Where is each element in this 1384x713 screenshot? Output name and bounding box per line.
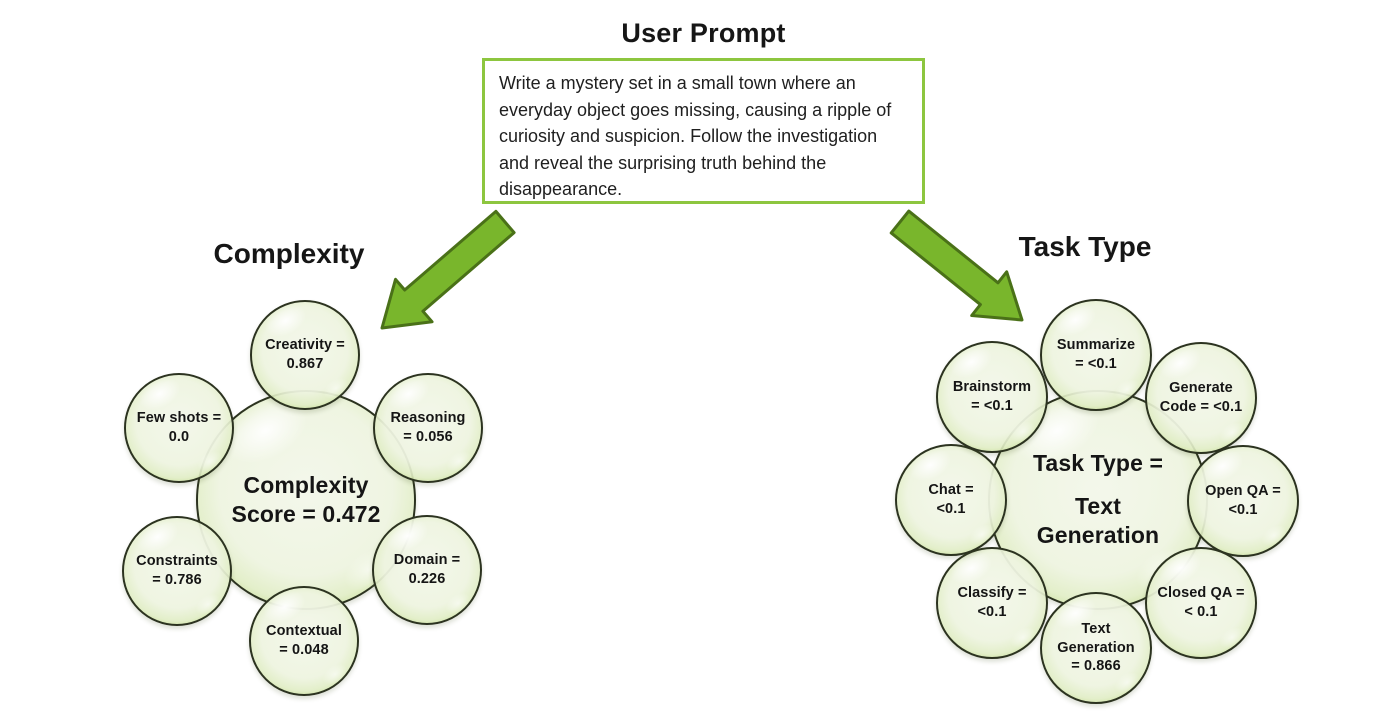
bubble-line: Domain =	[393, 552, 461, 569]
bubble-line: 0.867	[286, 356, 324, 372]
bubble-reasoning: Reasoning = 0.056	[373, 373, 483, 483]
bubble-line: Contextual	[266, 623, 342, 640]
bubble-domain-label: Domain = 0.226	[394, 551, 460, 589]
bubble-line: = 0.866	[1071, 658, 1121, 675]
bubble-constraints: Constraints = 0.786	[122, 516, 232, 626]
bubble-brainstorm: Brainstorm = <0.1	[936, 341, 1048, 453]
page-title: User Prompt	[621, 18, 786, 48]
bubble-line: Chat =	[928, 482, 974, 499]
bubble-line: Closed QA =	[1157, 585, 1245, 602]
bubble-line: Classify =	[957, 585, 1027, 602]
bubble-line: <0.1	[936, 501, 966, 517]
bubble-line: Task Type =	[1032, 450, 1163, 477]
bubble-few-shots: Few shots = 0.0	[124, 373, 234, 483]
bubble-summarize: Summarize = <0.1	[1040, 299, 1152, 411]
bubble-line: Generate	[1169, 380, 1233, 397]
bubble-line: Text	[1081, 620, 1111, 637]
bubble-text-generation: Text Generation = 0.866	[1040, 592, 1152, 704]
bubble-line: Score = 0.472	[231, 501, 381, 527]
bubble-line: Creativity =	[265, 337, 345, 354]
bubble-line: Few shots =	[136, 410, 222, 427]
bubble-classify-label: Classify = <0.1	[957, 584, 1026, 622]
bubble-line: Code = <0.1	[1159, 399, 1243, 415]
bubble-line: = <0.1	[971, 398, 1013, 414]
bubble-line: <0.1	[1228, 502, 1258, 518]
bubble-closed-qa-label: Closed QA = < 0.1	[1157, 584, 1244, 622]
bubble-constraints-label: Constraints = 0.786	[136, 552, 218, 590]
bubble-line: Text	[1074, 492, 1121, 519]
bubble-line: = 0.786	[152, 572, 202, 588]
bubble-contextual-label: Contextual = 0.048	[266, 622, 342, 660]
bubble-brainstorm-label: Brainstorm = <0.1	[953, 378, 1031, 416]
arrow-down-right-icon	[889, 209, 1024, 322]
bubble-reasoning-label: Reasoning = 0.056	[390, 409, 465, 447]
bubble-summarize-label: Summarize = <0.1	[1057, 336, 1135, 374]
bubble-line: < 0.1	[1184, 604, 1218, 620]
bubble-line: 0.0	[168, 429, 190, 445]
bubble-creativity-label: Creativity = 0.867	[265, 336, 345, 374]
bubble-contextual: Contextual = 0.048	[249, 586, 359, 696]
task-type-section-title: Task Type	[1018, 231, 1152, 262]
bubble-line: Generation	[1057, 639, 1135, 656]
bubble-line: Generation	[1036, 522, 1160, 549]
bubble-chat: Chat = <0.1	[895, 444, 1007, 556]
bubble-line: = 0.048	[279, 642, 329, 658]
bubble-line: <0.1	[977, 604, 1007, 620]
complexity-section-title: Complexity	[213, 238, 365, 269]
user-prompt-text: Write a mystery set in a small town wher…	[499, 73, 892, 199]
bubble-generate-code: Generate Code = <0.1	[1145, 342, 1257, 454]
bubble-chat-label: Chat = <0.1	[928, 481, 973, 519]
bubble-open-qa: Open QA = <0.1	[1187, 445, 1299, 557]
bubble-line: Complexity	[243, 471, 369, 498]
bubble-classify: Classify = <0.1	[936, 547, 1048, 659]
bubble-line: = <0.1	[1075, 356, 1117, 372]
user-prompt-box: Write a mystery set in a small town wher…	[482, 58, 925, 204]
arrow-down-left-icon	[380, 209, 516, 330]
task-type-center-label: Task Type = Text Generation	[1033, 449, 1163, 550]
bubble-text-generation-label: Text Generation = 0.866	[1057, 620, 1135, 677]
complexity-center-label: Complexity Score = 0.472	[232, 471, 381, 530]
bubble-line: Summarize	[1056, 337, 1136, 354]
bubble-creativity: Creativity = 0.867	[250, 300, 360, 410]
bubble-domain: Domain = 0.226	[372, 515, 482, 625]
bubble-closed-qa: Closed QA = < 0.1	[1145, 547, 1257, 659]
bubble-line: Reasoning	[390, 410, 466, 427]
bubble-line: Constraints	[136, 553, 218, 570]
bubble-line: 0.226	[408, 571, 446, 587]
bubble-open-qa-label: Open QA = <0.1	[1205, 482, 1281, 520]
bubble-few-shots-label: Few shots = 0.0	[137, 409, 222, 447]
bubble-generate-code-label: Generate Code = <0.1	[1160, 379, 1243, 417]
bubble-line: Open QA =	[1205, 483, 1281, 500]
bubble-line: Brainstorm	[952, 379, 1032, 396]
bubble-line: = 0.056	[403, 429, 453, 445]
